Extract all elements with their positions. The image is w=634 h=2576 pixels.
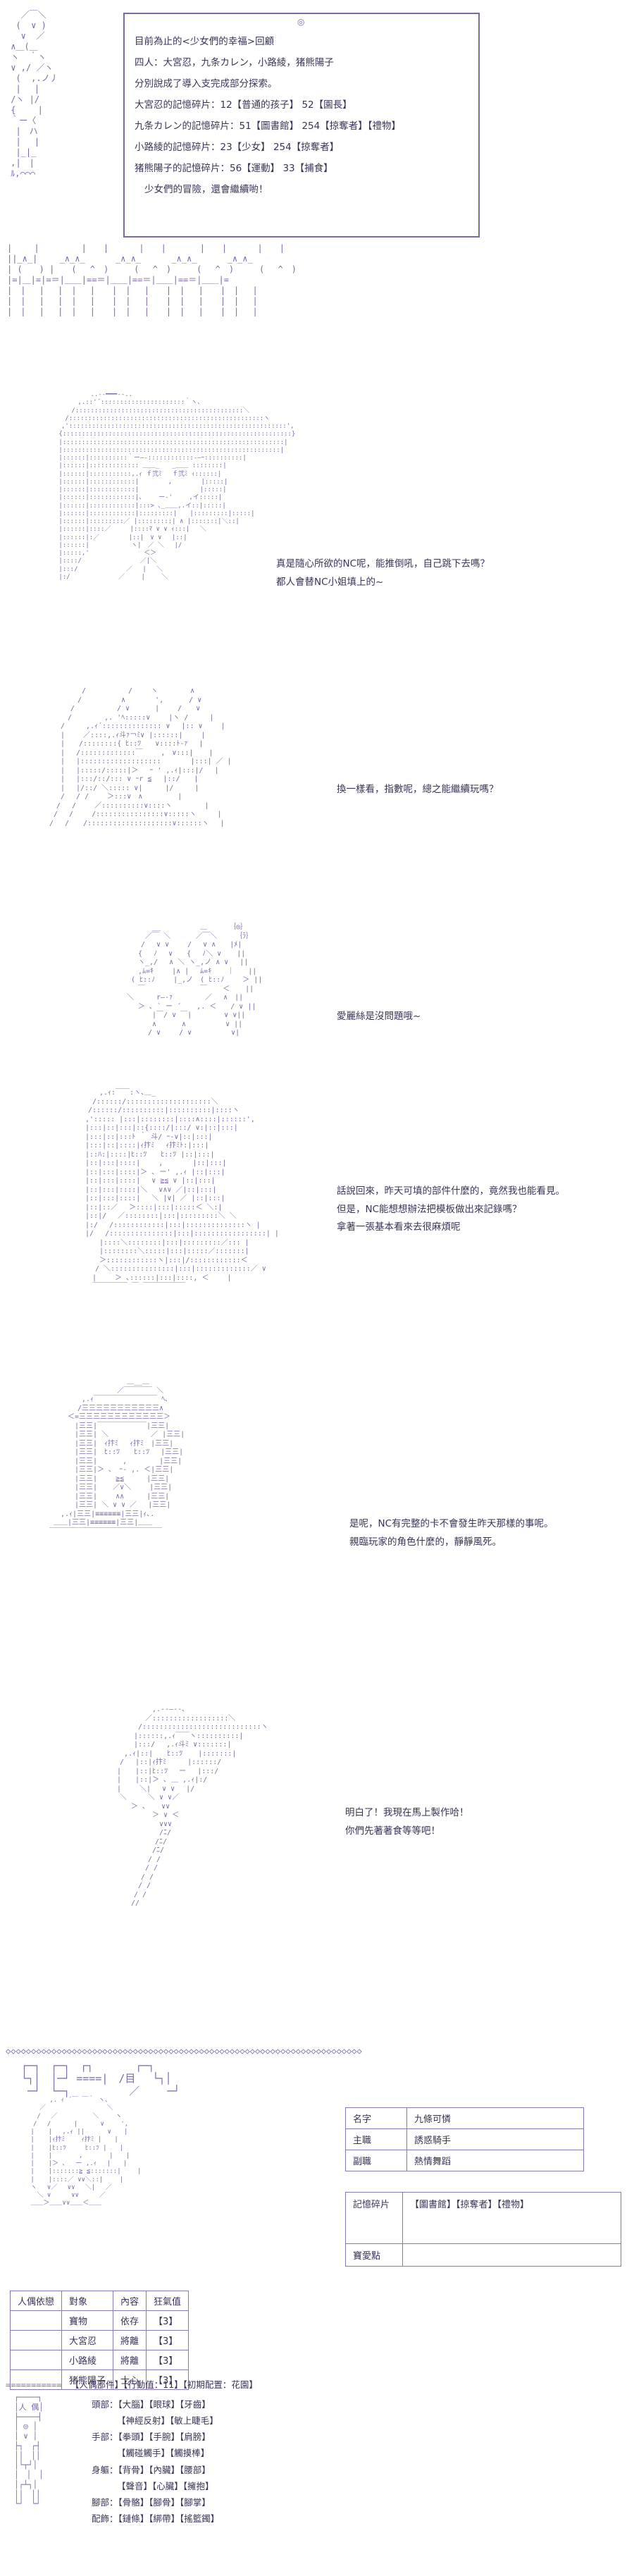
board-line: 猪熊陽子的記憶碎片：56【運動】 33【捕食】: [135, 163, 333, 174]
doll-target: 小路綾: [61, 2350, 114, 2370]
board-line: 四人：大宮忍，九条カレン，小路綾，猪熊陽子: [135, 57, 334, 68]
info-label: 主職: [345, 2128, 407, 2150]
doll-value: 【3】: [146, 2369, 189, 2390]
character-ascii-art-3: __ ＿ ｛◎｝ ／￣ ＼ ／￣＼ ｛ﾗ｝ / ∨ ∨ / ∨ ∧ |ﾒ| { …: [126, 923, 263, 1037]
doll-target: 寶物: [61, 2310, 114, 2331]
dialog-line: 愛麗絲是沒問題哦~: [337, 1011, 421, 1022]
desks-ascii-art: | | | | | | | | | | ||_∧_| _∧_∧_ _∧_∧_ _…: [7, 243, 297, 316]
part-line: 頭部：【大腦】【眼球】【牙齒】: [92, 2399, 211, 2410]
character-info-table: 名字 九條可憐 主職 誘惑騎手 副職 熱情舞蹈: [345, 2107, 584, 2171]
dialog-line: 拿著一張基本看來去很麻煩呢: [337, 1221, 461, 1233]
teacher-ascii-art: ／￣＼ ( ∨ ) ∨ ／ ∧＿(＿ ヽ ｀ヽ ∨ ,/ ／ヽ ( ,.ノ丿 |…: [11, 10, 58, 178]
part-line: 配飾：【鏈條】【綁帶】【搖籃鐲】: [92, 2513, 220, 2524]
info-row: 名字 九條可憐: [345, 2107, 584, 2129]
dialog-line: 親臨玩家的角色什麼的，靜靜風死。: [349, 1536, 502, 1548]
info-value: 誘惑騎手: [406, 2128, 584, 2150]
board-pin-icon: ◎: [297, 17, 305, 27]
fragment-label: 記憶碎片: [345, 2192, 403, 2244]
bonus-row: 寶愛點: [345, 2243, 621, 2267]
info-label: 副職: [345, 2150, 407, 2171]
dialog-2: 換一樣看，指數呢，總之能繼續玩嗎？: [337, 781, 499, 799]
fragment-value: 【圖書館】【掠奪者】【禮物】: [402, 2192, 621, 2244]
character-ascii-art-5: ＿__＿ ／￣￣￣￣ ＼ ,.ｨ￣￣￣￣￣￣￣￣￣ ﾍ､ /三三三三三三三三三三…: [49, 1378, 185, 1536]
doll-row: 小路綾 將離 【3】: [9, 2350, 189, 2370]
chalkboard: ◎ 目前為止的<少女們的幸福>回顧 四人：大宮忍，九条カレン，小路綾，猪熊陽子 …: [123, 13, 480, 238]
dialog-1: 真是隨心所欲的NC呢，能推倒吼，自己跳下去嗎？ 都人會替NC小姐填上的~: [276, 555, 490, 591]
doll-parts-list: 頭部：【大腦】【眼球】【牙齒】 【神經反射】【敏上睫毛】 手部：【拳頭】【手腕】…: [92, 2396, 219, 2527]
status-header: 【人偶部件】【行動值：11】【初期配置：花園】: [70, 2377, 258, 2393]
dialog-line: 但是，NC能想想辦法把模板做出來記錄嗎？: [337, 1203, 522, 1215]
dialog-3: 愛麗絲是沒問題哦~: [337, 1008, 421, 1026]
section-divider: ◇◇◇◇◇◇◇◇◇◇◇◇◇◇◇◇◇◇◇◇◇◇◇◇◇◇◇◇◇◇◇◇◇◇◇◇◇◇◇◇…: [6, 2046, 362, 2056]
board-line: 目前為止的<少女們的幸福>回顧: [135, 36, 275, 47]
dialog-line: 換一樣看，指數呢，總之能繼續玩嗎？: [337, 784, 499, 795]
doll-value: 【3】: [146, 2330, 189, 2350]
title-banner: ┌─┐ ┌─┐ ┌┐ ┌─┐ └┐│ │─┘ ====| /目 └┐│ ─┘ └…: [21, 2059, 180, 2097]
info-label: 名字: [345, 2107, 407, 2129]
bonus-label: 寶愛點: [345, 2243, 403, 2267]
doll-content: 將離: [113, 2330, 147, 2350]
dialog-line: 都人會替NC小姐填上的~: [276, 576, 384, 588]
doll-content: 將離: [113, 2350, 147, 2370]
board-line: 大宮忍的記憶碎片：12【普通的孩子】 52【園長】: [135, 99, 352, 111]
doll-label: 人 偶: [18, 2402, 39, 2412]
doll-target: 猪熊陽子: [61, 2369, 114, 2390]
doll-header: 人偶依戀: [9, 2291, 63, 2311]
doll-header: 狂氣值: [146, 2291, 189, 2311]
doll-header: 內容: [113, 2291, 147, 2311]
doll-header-row: 人偶依戀 對象 內容 狂氣值: [9, 2291, 189, 2311]
dialog-6: 明白了！我現在馬上製作哈！ 你們先著著食等等吧！: [345, 1804, 469, 1840]
status-divider: ===========: [6, 2380, 62, 2390]
part-line: 【神經反射】【敏上睫毛】: [117, 2415, 218, 2427]
doll-value: 【3】: [146, 2350, 189, 2370]
character-portrait-ascii-art: ,. ｨ ´￣ ￣｀ ヽ、 ／ ＼ / ／ ＼ ヽ / / | ∨ ', | |…: [30, 2097, 142, 2207]
board-line: 少女們的冒險，還會繼續喲！: [144, 184, 268, 195]
character-ascii-art-4: ,.ｨ:￣￣:ヽ､＿_ /::::::/::::::::::::::::::::…: [85, 1089, 279, 1290]
doll-header: 對象: [61, 2291, 114, 2311]
fragment-row: 記憶碎片 【圖書館】【掠奪者】【禮物】: [345, 2192, 621, 2244]
part-line: 【觸碰觸手】【觸摸棒】: [117, 2448, 210, 2459]
doll-target: 大宮忍: [61, 2330, 114, 2350]
info-value: 熱情舞蹈: [406, 2150, 584, 2171]
doll-content: 士心: [113, 2369, 147, 2390]
part-line: 手部：【拳頭】【手腕】【肩膀】: [92, 2432, 211, 2443]
doll-value: 【3】: [146, 2310, 189, 2331]
dialog-line: 話說回來，昨天可填的部件什麼的，竟然我也能看見。: [337, 1185, 565, 1197]
part-line: 【聲音】【心臟】【擁抱】: [117, 2480, 214, 2491]
dialog-5: 是呢，NC有完整的卡不會發生昨天那樣的事呢。 親臨玩家的角色什麼的，靜靜風死。: [349, 1515, 554, 1551]
dialog-line: 真是隨心所欲的NC呢，能推倒吼，自己跳下去嗎？: [276, 558, 490, 569]
board-line: 九条カレン的記憶碎片：51【圖書館】 254【掠奪者】【禮物】: [135, 121, 401, 132]
doll-figure-ascii-art: ┌────┐ │人 偶│ ├────┤ │ ◎ │ │ ∨ │ ├┐ ┌┤ ││…: [14, 2393, 44, 2509]
character-ascii-art-1: ..-‐━━━‐-.. ,.::'´::::::::::::::::::::::…: [58, 391, 296, 581]
info-value: 九條可憐: [406, 2107, 584, 2129]
bonus-value: [402, 2243, 621, 2267]
doll-row: 大宮忍 將離 【3】: [9, 2330, 189, 2350]
part-line: 身軀：【背骨】【內臟】【腰部】: [92, 2464, 211, 2475]
status-header-text: 【人偶部件】【行動值：11】【初期配置：花園】: [70, 2379, 258, 2390]
doll-row: 寶物 依存 【3】: [9, 2310, 189, 2331]
board-text: 目前為止的<少女們的幸福>回顧 四人：大宮忍，九条カレン，小路綾，猪熊陽子 分別…: [135, 31, 471, 200]
doll-row: 猪熊陽子 士心 【3】: [9, 2369, 189, 2390]
dialog-line: 你們先著著食等等吧！: [345, 1825, 440, 1837]
memory-fragment-table: 記憶碎片 【圖書館】【掠奪者】【禮物】 寶愛點: [345, 2192, 621, 2267]
doll-attachment-table: 人偶依戀 對象 內容 狂氣值 寶物 依存 【3】 大宮忍 將離 【3】 小路綾 …: [9, 2291, 189, 2390]
info-row: 主職 誘惑騎手: [345, 2128, 584, 2150]
dialog-line: 明白了！我現在馬上製作哈！: [345, 1807, 469, 1818]
board-line: 小路綾的記憶碎片：23【少女】 254【掠奪者】: [135, 142, 340, 153]
doll-content: 依存: [113, 2310, 147, 2331]
character-ascii-art-6: ,.-‐―‐-､ ／::::::::::::::::::＼ /:::::::::…: [117, 1706, 268, 1907]
dialog-line: 是呢，NC有完整的卡不會發生昨天那樣的事呢。: [349, 1518, 554, 1529]
info-row: 副職 熱情舞蹈: [345, 2150, 584, 2171]
dialog-4: 話說回來，昨天可填的部件什麼的，竟然我也能看見。 但是，NC能想想辦法把模板做出…: [337, 1183, 565, 1237]
part-line: 腳部：【骨骼】【腳骨】【腳掌】: [92, 2496, 211, 2508]
board-line: 分別說成了導入支完成部分探索。: [135, 78, 278, 90]
character-ascii-art-2: / / ヽ ∧ / ∧ ', / ∨ / / ∨ | / ∨ / ,. 'ﾍ::…: [49, 687, 232, 827]
